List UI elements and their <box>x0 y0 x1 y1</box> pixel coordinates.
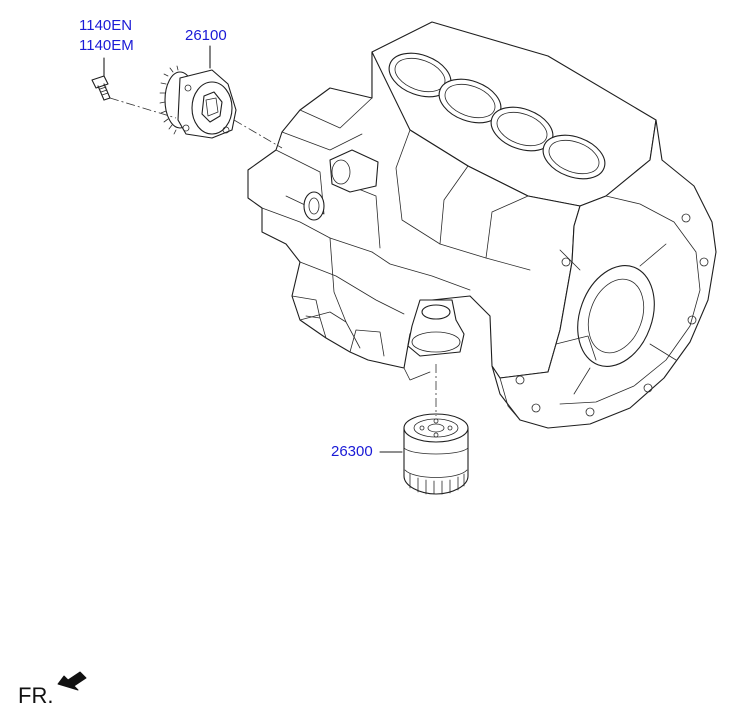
assembly-line-pump <box>233 119 283 149</box>
oil-pump-illustration <box>159 65 237 139</box>
part-label-oil-filter[interactable]: 26300 <box>331 443 373 460</box>
oil-filter-illustration <box>403 413 469 495</box>
part-label-bolt-1140em[interactable]: 1140EM <box>79 37 134 54</box>
part-label-oil-pump[interactable]: 26100 <box>185 27 227 44</box>
front-orientation-label: FR. <box>18 683 54 708</box>
bolt-illustration <box>91 75 111 101</box>
assembly-line-bolt <box>109 97 177 119</box>
engine-block-illustration <box>247 21 717 429</box>
part-label-bolt-1140en[interactable]: 1140EN <box>79 17 133 34</box>
front-direction-arrow-icon <box>57 671 87 691</box>
